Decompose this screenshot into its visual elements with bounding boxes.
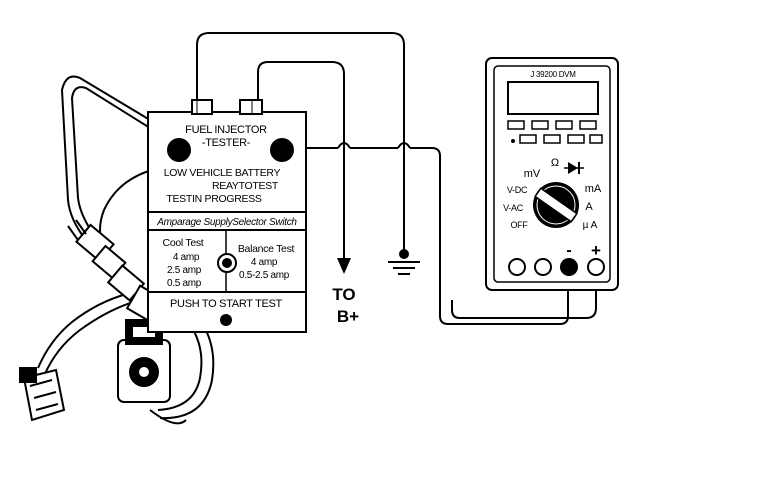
dvm-button-7[interactable] (567, 134, 585, 144)
status-ready: REAYTOTEST (212, 180, 279, 192)
dvm-buttons (507, 120, 603, 144)
dvm-button-6[interactable] (543, 134, 561, 144)
harness-connector (67, 219, 163, 322)
digital-voltmeter: J 39200 DVM mV Ω V-DC V-AC OFF mA A µ A (485, 57, 619, 291)
tester-jack-right[interactable] (270, 138, 294, 162)
status-low-battery: LOW VEHICLE BATTERY (164, 167, 281, 179)
diode-icon (564, 162, 584, 174)
dvm-button-3[interactable] (555, 120, 573, 130)
dvm-button-1[interactable] (507, 120, 525, 130)
dial-mv-label: mV (524, 168, 541, 180)
tester-title: FUEL INJECTOR (185, 124, 267, 136)
b-plus-arrow (337, 258, 351, 274)
dvm-button-5[interactable] (519, 134, 537, 144)
balance-test-value-2: 0.5-2.5 amp (239, 270, 290, 281)
dial-ma-label: mA (585, 183, 602, 195)
balance-test-title: Balance Test (238, 243, 295, 255)
b-plus-label: B+ (337, 307, 359, 326)
amperage-selector-knob[interactable] (217, 253, 237, 273)
tester-jack-left[interactable] (167, 138, 191, 162)
tester-subtitle: -TESTER- (202, 137, 251, 149)
wire-tester-to-dvm-top (196, 32, 405, 250)
cool-test-value-1: 4 amp (173, 252, 200, 263)
dvm-terminal-1[interactable] (508, 258, 526, 276)
dial-vac-label: V-AC (503, 203, 524, 213)
tester-post-right (239, 99, 263, 115)
dvm-indicator-dot (511, 139, 515, 143)
selector-switch-label: Amparage SupplySelector Switch (156, 217, 297, 228)
to-label: TO (332, 285, 355, 304)
dial-ohm-label: Ω (551, 157, 559, 169)
wire-tester-to-b-plus (257, 61, 345, 260)
fuel-injector-tester: FUEL INJECTOR -TESTER- LOW VEHICLE BATTE… (147, 99, 307, 333)
injector-plug (19, 367, 66, 422)
dvm-button-2[interactable] (531, 120, 549, 130)
tester-post-left (191, 99, 213, 115)
dvm-terminal-plus[interactable] (587, 258, 605, 276)
wire-dvm-plus (451, 270, 597, 319)
dvm-terminal-2[interactable] (534, 258, 552, 276)
cool-test-value-3: 0.5 amp (167, 278, 202, 289)
dial-ua-label: µ A (583, 220, 598, 231)
dial-vdc-label: V-DC (507, 185, 528, 195)
ground-icon (388, 249, 420, 275)
dvm-display (507, 81, 599, 115)
dvm-rotary-dial[interactable] (533, 182, 579, 228)
cool-test-title: Cool Test (163, 237, 204, 249)
start-test-button[interactable] (220, 314, 232, 326)
dial-off-label: OFF (510, 220, 528, 230)
terminal-minus-label: - (566, 242, 571, 259)
dvm-button-8[interactable] (589, 134, 603, 144)
dvm-terminal-minus[interactable] (560, 258, 578, 276)
cool-test-value-2: 2.5 amp (167, 265, 202, 276)
fuel-injector (117, 319, 187, 425)
balance-test-value-1: 4 amp (251, 257, 278, 268)
dial-a-label: A (585, 201, 593, 213)
status-in-progress: TESTIN PROGRESS (166, 193, 262, 205)
dvm-button-4[interactable] (579, 120, 597, 130)
push-to-start-label: PUSH TO START TEST (170, 298, 283, 310)
wires (196, 32, 597, 325)
dvm-model-label: J 39200 DVM (530, 70, 576, 79)
terminal-plus-label: + (591, 241, 601, 260)
